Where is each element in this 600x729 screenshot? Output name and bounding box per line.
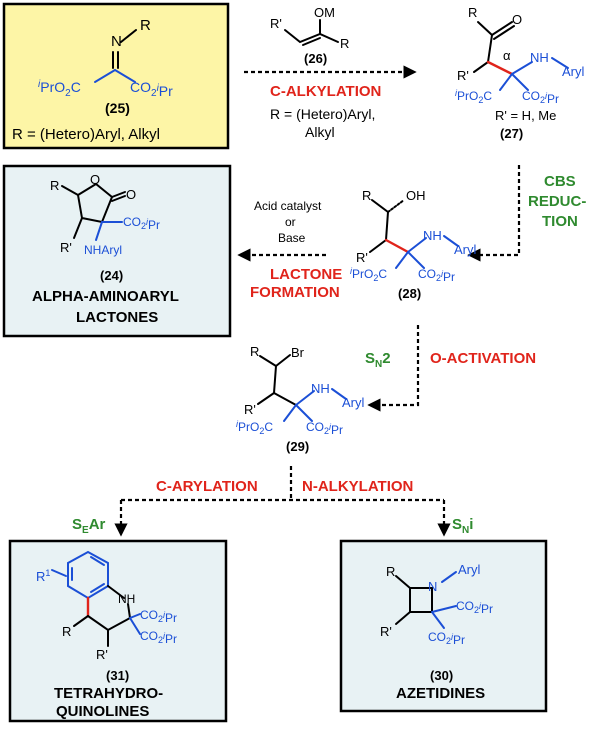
compound-28-ester-right: CO2iPr [418, 267, 455, 284]
label-n-alkylation: N-ALKYLATION [302, 478, 413, 495]
compound-27-R: R [468, 5, 477, 20]
compound-28-number: (28) [398, 286, 421, 301]
arrow-activation [367, 325, 420, 412]
compound-30-ester1: CO2iPr [456, 599, 493, 616]
label-sn2: SN2 [365, 350, 391, 370]
compound-29-ester-left: iPrO2C [236, 419, 273, 436]
label-alkylation-sub: R = (Hetero)Aryl, [270, 106, 375, 122]
compound-31: R1 NH R R' CO2iPr CO2iPr (31) TETRAHYDRO… [8, 539, 228, 723]
label-lactone-cond3: Base [278, 231, 306, 245]
compound-28-R: R [362, 188, 371, 203]
compound-30-N: N [428, 579, 437, 594]
label-cbs-2: REDUC- [528, 193, 586, 210]
label-lactone-cond2: or [285, 215, 296, 229]
label-lactone-1: LACTONE [270, 266, 342, 283]
compound-25-r-group: R = (Hetero)Aryl, Alkyl [12, 126, 160, 143]
compound-25-R: R [140, 17, 151, 34]
compound-28-rprime: R' [356, 250, 368, 265]
label-sear: SEAr [72, 516, 106, 536]
arrow-cbs [467, 165, 521, 262]
compound-28-oh: OH [406, 188, 426, 203]
compound-31-R: R [62, 624, 71, 639]
compound-27-nh: NH [530, 50, 549, 65]
compound-29-ester-right: CO2iPr [306, 420, 343, 437]
compound-29-number: (29) [286, 439, 309, 454]
compound-24-ring-O: O [90, 172, 100, 187]
compound-27-number: (27) [500, 126, 523, 141]
compound-24-nharyl: NHAryl [84, 243, 122, 257]
compound-28-aryl: Aryl [454, 242, 477, 257]
compound-24-title-2: LACTONES [76, 309, 158, 326]
compound-27-note: R' = H, Me [495, 108, 556, 123]
compound-26-rprime: R' [270, 16, 282, 31]
compound-25-ester-right: CO2iPr [130, 79, 173, 99]
compound-25-ester-left: iPrO2C [38, 79, 81, 99]
compound-30: R N Aryl R' CO2iPr CO2iPr (30) AZETIDINE… [339, 539, 548, 713]
compound-29-nh: NH [311, 381, 330, 396]
compound-31-number: (31) [106, 668, 129, 683]
label-sni: SNi [452, 516, 473, 536]
compound-26: OM R' R (26) [270, 5, 349, 66]
compound-30-aryl: Aryl [458, 562, 481, 577]
compound-24-ester: CO2iPr [123, 215, 160, 232]
label-lactone-2: FORMATION [250, 284, 340, 301]
label-cbs-1: CBS [544, 173, 576, 190]
label-c-alkylation: C-ALKYLATION [270, 83, 381, 100]
compound-26-r: R [340, 36, 349, 51]
label-c-arylation: C-ARYLATION [156, 478, 258, 495]
compound-28-nh: NH [423, 228, 442, 243]
compound-30-number: (30) [430, 668, 453, 683]
compound-30-title: AZETIDINES [396, 685, 485, 702]
compound-29-br: Br [291, 345, 305, 360]
compound-31-title-1: TETRAHYDRO- [54, 685, 163, 702]
compound-27-aryl: Aryl [562, 64, 585, 79]
compound-24-number: (24) [100, 268, 123, 283]
compound-27-ester-left: iPrO2C [455, 88, 492, 105]
compound-31-title-2: QUINOLINES [56, 703, 149, 720]
compound-29: R Br R' NH Aryl iPrO2C CO2iPr (29) [236, 344, 365, 454]
compound-29-aryl: Aryl [342, 395, 365, 410]
compound-24-carbonyl-O: O [126, 187, 136, 202]
compound-24-title-1: ALPHA-AMINOARYL [32, 288, 179, 305]
compound-24-rprime: R' [60, 240, 72, 255]
compound-31-rprime: R' [96, 647, 108, 662]
compound-30-ester2: CO2iPr [428, 630, 465, 647]
compound-31-box [8, 539, 228, 723]
compound-27-alpha: α [503, 48, 511, 63]
compound-28: R OH R' NH Aryl iPrO2C CO2iPr (28) [350, 188, 477, 301]
label-lactone-cond1: Acid catalyst [254, 199, 322, 213]
compound-30-rprime: R' [380, 624, 392, 639]
label-o-activation: O-ACTIVATION [430, 350, 536, 367]
compound-25-number: (25) [105, 100, 130, 116]
compound-24: R O O R' CO2iPr NHAryl (24) ALPHA-AMINOA… [2, 164, 232, 338]
compound-28-ester-left: iPrO2C [350, 266, 387, 283]
compound-26-number: (26) [304, 51, 327, 66]
compound-25-box [2, 2, 230, 150]
svg-text:O: O [512, 12, 522, 27]
compound-26-om: OM [314, 5, 335, 20]
compound-31-nh: NH [118, 592, 135, 606]
compound-30-R: R [386, 564, 395, 579]
compound-25: N R iPrO2C CO2iPr (25) R = (Hetero)Aryl,… [2, 2, 230, 150]
compound-24-R: R [50, 178, 59, 193]
compound-31-ester2: CO2iPr [140, 629, 177, 646]
compound-29-rprime: R' [244, 402, 256, 417]
compound-27-ester-right: CO2iPr [522, 89, 559, 106]
compound-31-ester1: CO2iPr [140, 608, 177, 625]
compound-27-rprime: R' [457, 68, 469, 83]
label-alkylation-sub2: Alkyl [305, 124, 335, 140]
compound-27: R O α R' NH Aryl iPrO2C CO2iPr R' = H, M… [455, 5, 585, 141]
compound-29-R: R [250, 344, 259, 359]
label-cbs-3: TION [542, 213, 578, 230]
compound-25-N: N [111, 33, 122, 50]
